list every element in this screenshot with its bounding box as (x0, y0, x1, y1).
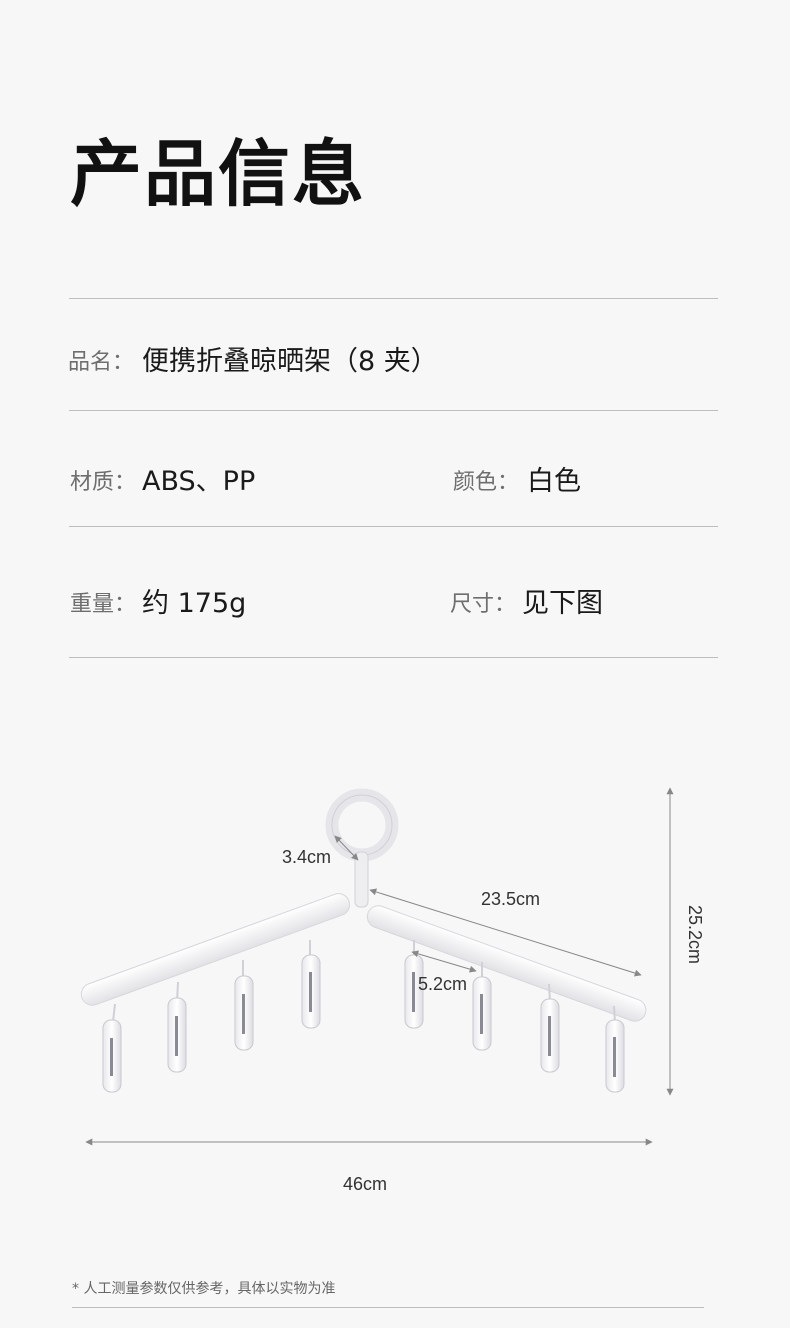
arm-length-label: 23.5cm (481, 889, 540, 909)
weight-value: 约 175g (142, 588, 247, 619)
clip-spacing-label: 5.2cm (418, 974, 467, 994)
clip (234, 960, 254, 1051)
weight-label: 重量： (70, 592, 137, 617)
divider (72, 1307, 704, 1308)
hook-dimension-label: 3.4cm (282, 847, 331, 867)
material-label: 材质： (70, 470, 137, 495)
size-label: 尺寸： (450, 592, 517, 617)
hanger-dimension-diagram: 3.4cm 23.5cm 5.2cm 25.2cm 46cm (80, 787, 705, 1194)
product-name-value: 便携折叠晾晒架（8 夹） (142, 346, 438, 377)
hanger-image (80, 788, 647, 1093)
clip (167, 981, 187, 1073)
divider (69, 657, 718, 658)
disclaimer-note: * 人工测量参数仅供参考，具体以实物为准 (72, 1281, 336, 1297)
height-label: 25.2cm (685, 905, 705, 964)
page-title: 产品信息 (70, 132, 367, 216)
clip (472, 962, 492, 1051)
dimension-lines (85, 787, 674, 1146)
divider (69, 410, 718, 411)
clip (605, 1005, 625, 1093)
clip (301, 940, 321, 1029)
divider (69, 526, 718, 527)
width-label: 46cm (343, 1174, 387, 1194)
color-value: 白色 (527, 466, 581, 497)
color-label: 颜色： (453, 470, 520, 495)
product-name-label: 品名： (68, 350, 135, 375)
clip (540, 983, 560, 1073)
clip (102, 1003, 122, 1093)
divider (69, 298, 718, 299)
material-value: ABS、PP (142, 466, 256, 497)
size-value: 见下图 (522, 588, 603, 619)
